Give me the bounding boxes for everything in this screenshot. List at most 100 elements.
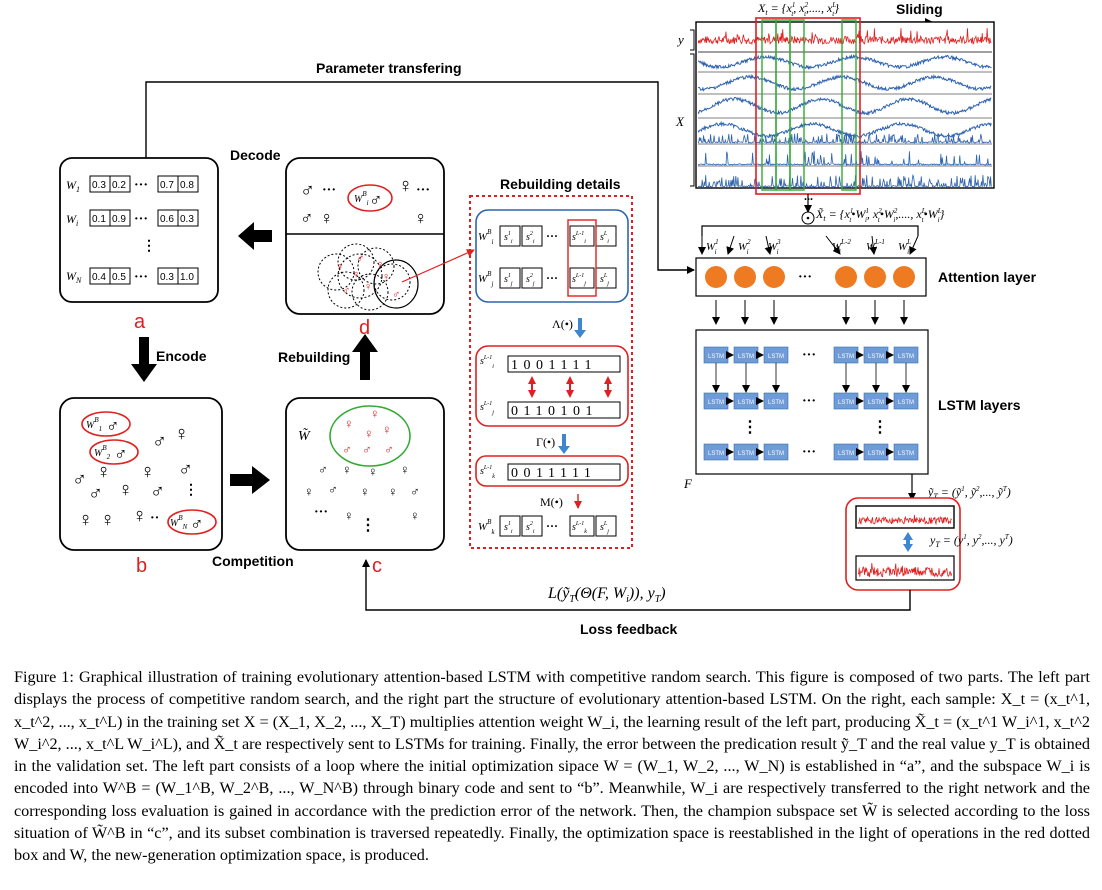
y-true-label: yT = (y1, y2,..., yT): [929, 533, 1013, 549]
red-symbols: ♀♂♀ ♂♀♀ ♂♀: [336, 253, 400, 301]
female-symbol: ♀: [398, 175, 413, 197]
loss-function-label: L(ỹT(Θ(F, Wi)), yT): [547, 585, 666, 605]
svg-text:···: ···: [314, 505, 328, 520]
svg-text:♂: ♂: [72, 469, 87, 491]
svg-text:···: ···: [798, 270, 812, 285]
ellipsis: ···: [416, 183, 430, 198]
male-symbol: ♂: [369, 190, 383, 210]
svg-text:♀: ♀: [304, 484, 314, 499]
encode-label: Encode: [156, 348, 207, 364]
figure-caption: Figure 1: Graphical illustration of trai…: [14, 666, 1090, 867]
svg-text:s2i: s2i: [526, 521, 535, 535]
ellipsis: ···: [134, 212, 148, 227]
svg-text:♂: ♂: [106, 416, 120, 436]
zoom-link-arrow: [401, 249, 475, 283]
m-operator: M(•): [540, 495, 563, 509]
svg-text:♀: ♀: [96, 461, 111, 483]
series-x-3: [698, 96, 992, 116]
ground-truth-trace: [857, 563, 952, 578]
attention-weights: W1i W2i W3i WL-2i WL-1i WLi: [698, 235, 919, 256]
matrix-row-1: 0.3 0.2 0.7 0.8 ···: [89, 175, 199, 193]
ellipsis: ···: [802, 394, 816, 409]
label-c: c: [372, 555, 382, 577]
time-series-traces: [698, 28, 992, 188]
svg-text:s2i: s2i: [526, 231, 535, 245]
lstm-cell-label: LSTM: [738, 354, 754, 360]
female-symbol: ♀: [320, 208, 334, 228]
arrow-c-to-d: [352, 334, 378, 380]
svg-text:♂: ♂: [88, 483, 103, 505]
matrix-row-n: 0.4 0.5 0.3 1.0 ···: [89, 267, 199, 285]
series-x-1: [698, 53, 992, 71]
lstm-cell-label: LSTM: [768, 354, 784, 360]
lstm-cell-label: LSTM: [868, 451, 884, 457]
svg-text:♀: ♀: [174, 423, 189, 445]
svg-text:♀: ♀: [400, 462, 410, 477]
svg-text:♀: ♀: [360, 484, 370, 499]
lambda-operator: Λ(•): [552, 317, 573, 331]
male-symbol: ♂: [300, 208, 314, 228]
row-label-wi: Wi: [66, 212, 78, 228]
svg-text:♀: ♀: [382, 271, 390, 283]
ellipsis: ⋮: [872, 419, 888, 436]
svg-text:WB2: WB2: [94, 444, 111, 461]
svg-text:♂: ♂: [384, 442, 394, 457]
label-a: a: [134, 311, 146, 333]
svg-text:sL-1j: sL-1j: [572, 273, 586, 287]
attention-layer: ···: [695, 257, 927, 297]
svg-text:♂: ♂: [318, 462, 328, 477]
y-tilde-label: ỹT = (ỹ1, ỹ2,..., ỹT): [927, 485, 1011, 501]
cell: 0.9: [112, 214, 126, 225]
svg-text:♂: ♂: [190, 514, 204, 534]
svg-text:sL-1j: sL-1j: [480, 401, 494, 416]
ellipsis: ···: [802, 445, 816, 460]
svg-text:s1i: s1i: [504, 231, 513, 245]
ellipsis: ···: [134, 178, 148, 193]
matrix-W: W1 0.3 0.2 0.7 0.8 ··· Wi 0.1 0.9 0.6 0.…: [66, 175, 199, 285]
svg-text:♂: ♂: [114, 444, 128, 464]
series-x-2: [698, 73, 992, 92]
box-b: WB1 ♂ WB2 ♂ ♂ ♀ ♂ ♀ ♀ ♂ ♂ ♀ ♂ ⋮ ♀ ♀ ♀ ··…: [59, 397, 223, 551]
cell: 0.7: [160, 180, 174, 191]
lstm-cell-label: LSTM: [768, 451, 784, 457]
svg-text:♀: ♀: [388, 484, 398, 499]
svg-text:♂: ♂: [342, 442, 352, 457]
svg-text:♀: ♀: [118, 479, 133, 501]
svg-text:sLj: sLj: [600, 521, 609, 535]
cell: 0.3: [160, 272, 174, 283]
svg-text:♀: ♀: [364, 281, 372, 293]
rebuilding-details-box: WBi s1i s2i sL-1i sLi ··· WBj s1j s2j sL…: [469, 195, 633, 549]
bits-sj: 0110101: [511, 404, 598, 419]
male-symbol: ♂: [300, 180, 315, 202]
svg-text:♀: ♀: [132, 505, 147, 527]
label-b: b: [136, 555, 147, 577]
ellipsis: ···: [802, 348, 816, 363]
svg-text:sL-1i: sL-1i: [572, 231, 586, 245]
lstm-cell-label: LSTM: [838, 354, 854, 360]
box-a: [59, 157, 219, 303]
lstm-cell-label: LSTM: [838, 451, 854, 457]
bits-sk: 0011111: [511, 466, 596, 481]
selected-circle: [373, 259, 419, 309]
svg-text:s1j: s1j: [504, 273, 513, 287]
output-series: [857, 514, 952, 526]
loss-feedback-label: Loss feedback: [580, 621, 677, 637]
svg-text:···: ···: [546, 229, 558, 243]
svg-text:···: ···: [546, 271, 558, 285]
svg-text:s1i: s1i: [504, 521, 513, 535]
svg-text:sLj: sLj: [600, 273, 609, 287]
cell: 0.1: [92, 214, 106, 225]
svg-text:♂: ♂: [178, 459, 193, 481]
f-label: F: [683, 476, 693, 491]
svg-text:♀: ♀: [370, 406, 380, 421]
lstm-cell: [893, 392, 919, 410]
svg-text:♂: ♂: [362, 442, 372, 457]
svg-text:W1i: W1i: [706, 238, 719, 256]
series-x-4: [698, 120, 992, 140]
cell: 0.5: [112, 272, 126, 283]
lstm-cell-label: LSTM: [738, 400, 754, 406]
w-tilde-label: W̃: [298, 428, 311, 444]
cell: 1.0: [180, 272, 194, 283]
vertical-ellipsis: ⋮: [142, 239, 156, 254]
